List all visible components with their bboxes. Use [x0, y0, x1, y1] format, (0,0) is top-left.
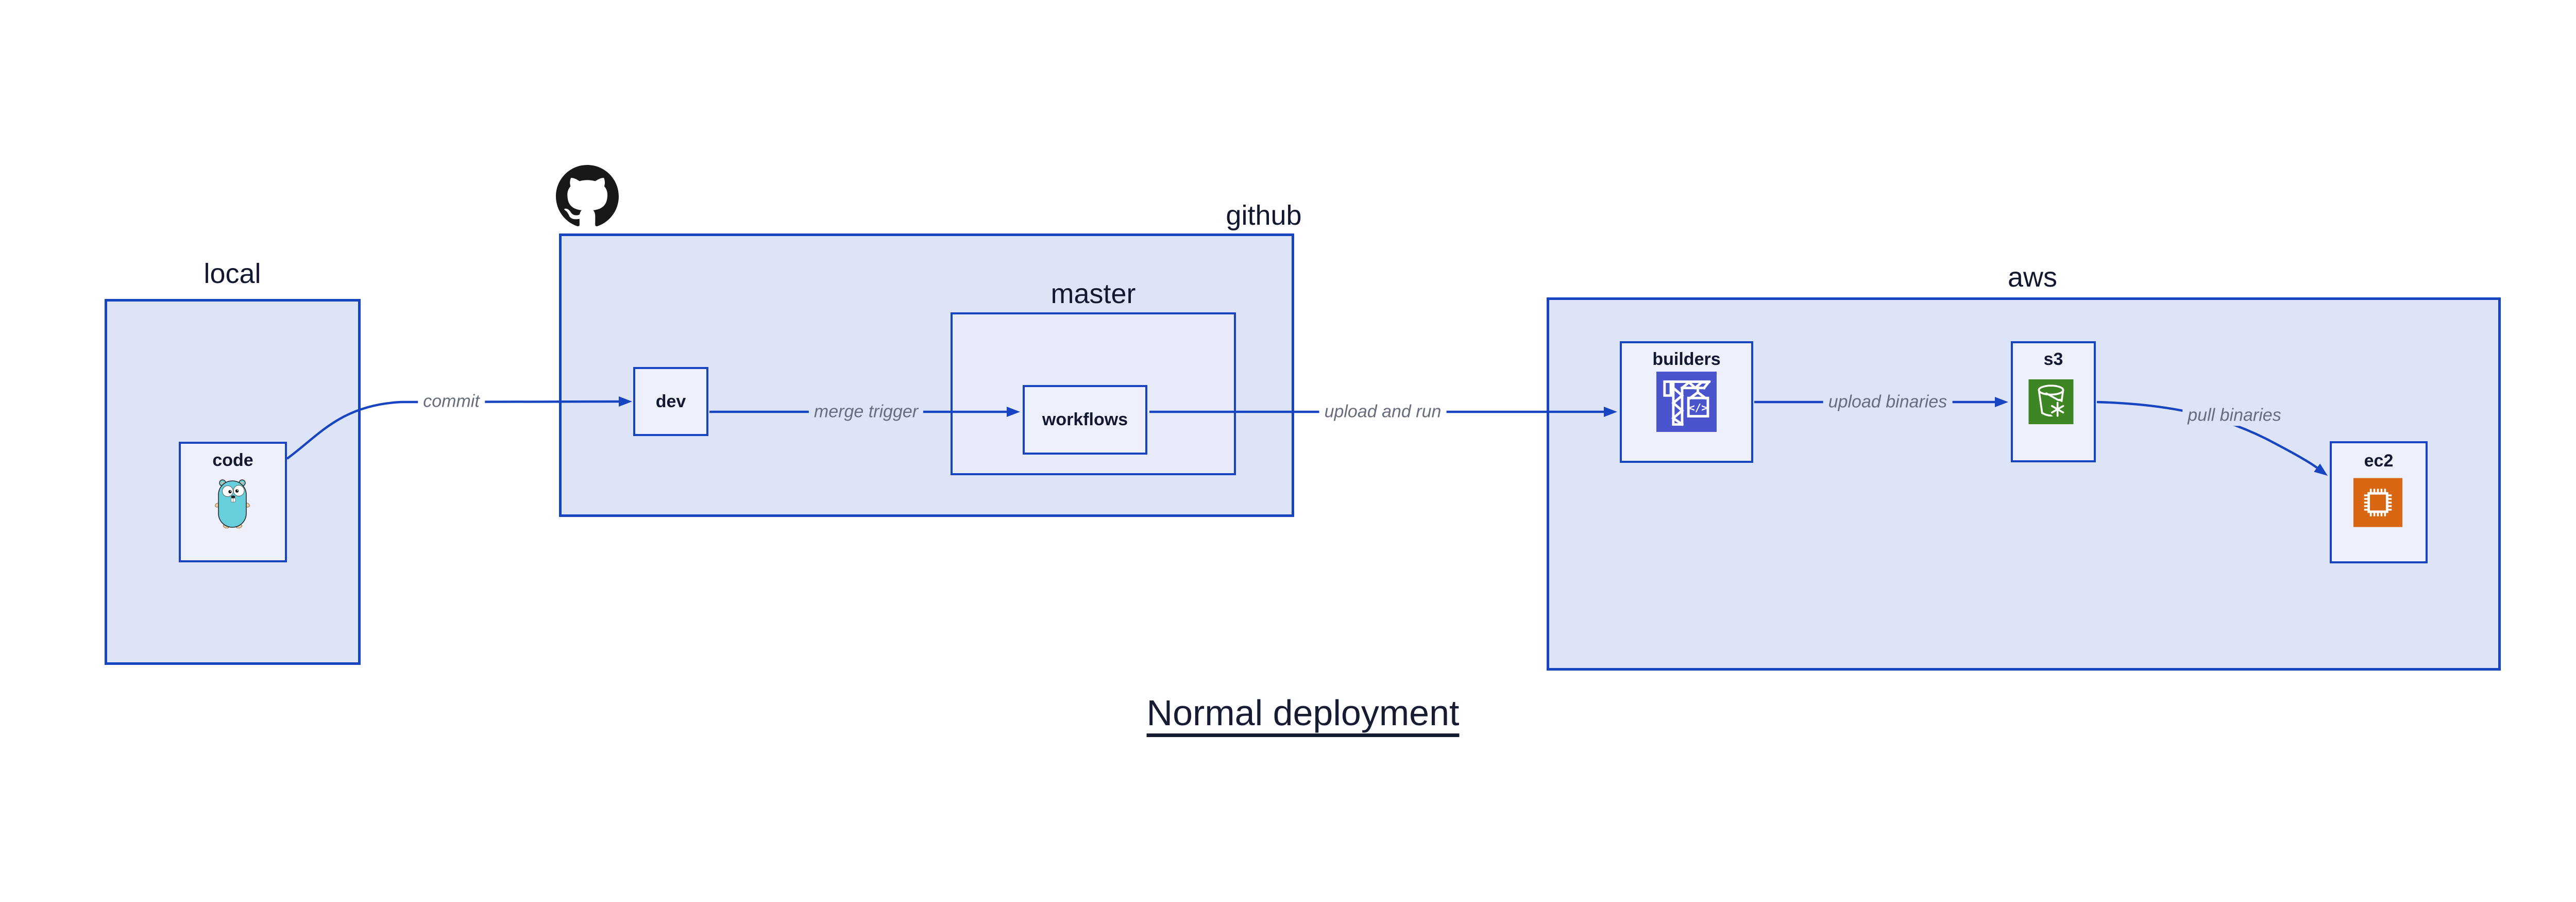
ec2-chip-icon — [2353, 478, 2402, 527]
s3-bucket-icon — [2028, 379, 2074, 424]
edge-label-merge-trigger: merge trigger — [808, 401, 924, 423]
builders-label: builders — [1652, 349, 1721, 369]
workflows-label: workflows — [1042, 410, 1128, 429]
code-node-label: code — [212, 450, 253, 470]
svg-text:</>: </> — [1688, 402, 1707, 414]
master-branch-label: master — [1050, 278, 1136, 309]
edge-pull-binaries — [2096, 400, 2328, 476]
diagram-title: Normal deployment — [1146, 693, 1460, 733]
codebuild-crane-icon: </> — [1656, 372, 1717, 432]
dev-branch-node: dev — [633, 367, 708, 436]
github-logo-icon — [556, 165, 619, 226]
local-group-label: local — [204, 258, 261, 289]
workflows-node: workflows — [1023, 385, 1147, 455]
ec2-label: ec2 — [2364, 451, 2394, 471]
edge-label-upload-binaries: upload binaries — [1823, 391, 1953, 413]
aws-group-label: aws — [2007, 262, 2058, 293]
dev-branch-label: dev — [655, 391, 686, 411]
edge-label-upload-and-run: upload and run — [1319, 401, 1447, 423]
edge-label-commit: commit — [418, 391, 485, 412]
github-group-label: github — [1226, 200, 1302, 231]
go-gopher-icon — [215, 479, 250, 528]
edge-label-pull-binaries: pull binaries — [2182, 405, 2286, 426]
edge-commit — [286, 396, 632, 460]
s3-label: s3 — [2043, 349, 2063, 369]
